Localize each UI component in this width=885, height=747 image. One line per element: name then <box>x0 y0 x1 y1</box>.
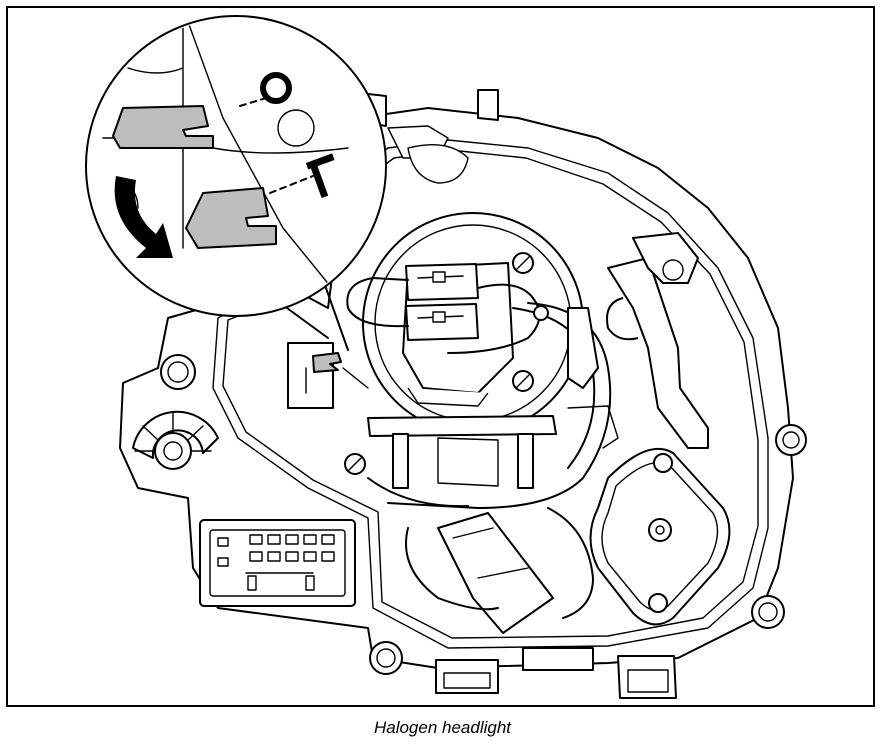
rotate-arrow-icon <box>114 176 173 258</box>
diagram-frame <box>6 6 875 707</box>
screw-icon <box>344 252 549 475</box>
figure-caption: Halogen headlight <box>373 718 512 737</box>
wire-plug <box>367 477 594 634</box>
clip-icon <box>287 342 369 409</box>
headlight-drawing <box>85 15 807 699</box>
lock-marker-icon <box>305 153 335 199</box>
detail-callout <box>85 15 387 317</box>
cover-cap <box>589 448 731 626</box>
right-brackets <box>567 232 709 449</box>
multi-pin-connector <box>199 519 356 607</box>
open-marker-icon <box>260 72 292 104</box>
adjuster-wheel <box>132 410 219 470</box>
bulb-socket <box>344 212 612 509</box>
clip-locked <box>185 187 277 249</box>
clip-open <box>112 105 214 149</box>
